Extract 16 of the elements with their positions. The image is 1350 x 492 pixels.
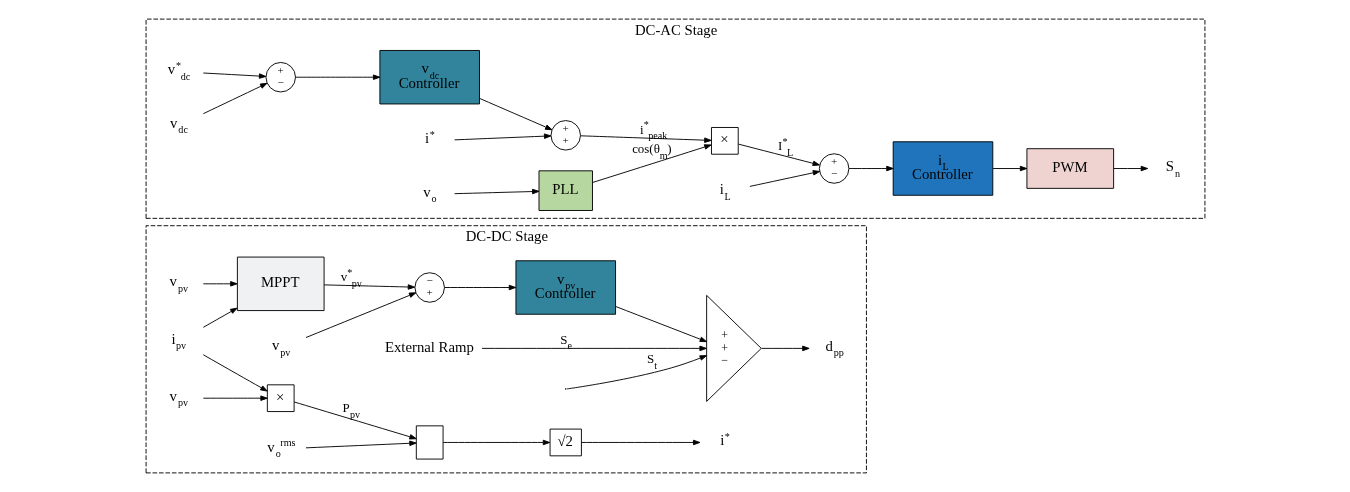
node-text: i$_{pv}$	[170, 330, 186, 352]
edge-label: P$_{pv}$	[342, 400, 360, 420]
node-text: d$_{pp}$	[824, 337, 844, 359]
node-text: i$^{*}$	[424, 128, 435, 147]
edge-label: S$_{e}$	[559, 331, 572, 352]
node-text: i$^{*}$	[719, 430, 730, 449]
node-text: S$_{n}$	[1165, 158, 1180, 179]
node-text: v$_{pv}$	[169, 387, 188, 409]
node-text: v$_{dc}$	[169, 114, 188, 136]
node-text: External Ramp	[384, 338, 474, 355]
node-text: v$_{pv}$	[169, 273, 188, 294]
node-text: i$_{L}$	[719, 181, 731, 202]
node-text: v$_{o}$	[422, 183, 437, 205]
edge-label: S$_{t}$	[646, 351, 657, 371]
edge-label: cos(θ$_{m}$)	[631, 141, 672, 161]
node-text: v$_{pv}$	[271, 337, 290, 358]
